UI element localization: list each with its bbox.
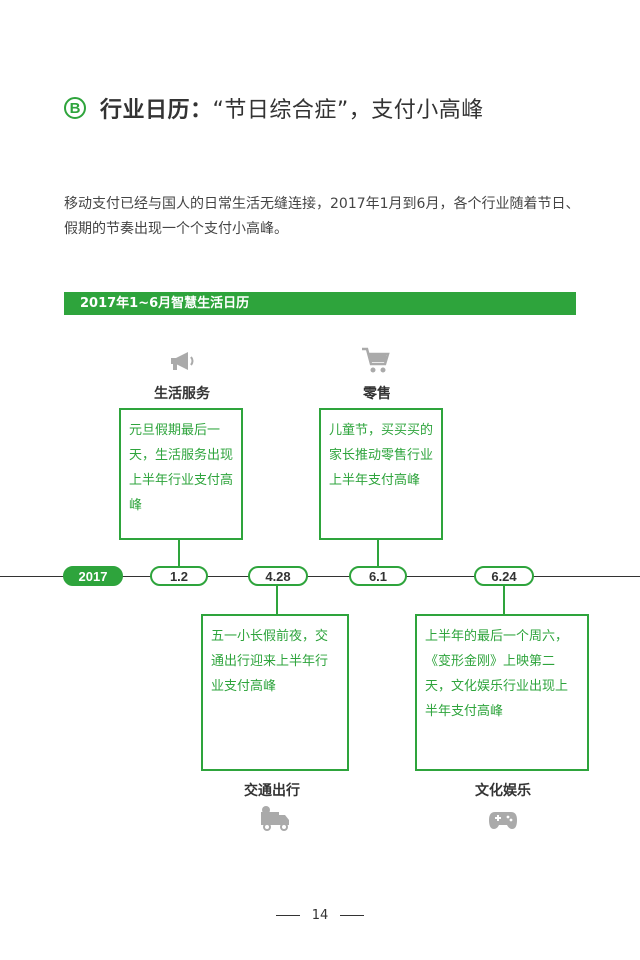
date-pill-6-24: 6.24 (474, 566, 534, 586)
connector-6-24 (503, 586, 505, 614)
footer-dash-left (275, 915, 300, 916)
shopping-cart-icon (362, 347, 390, 373)
title-bold: 行业日历： (100, 98, 213, 123)
category-label-transport: 交通出行 (244, 783, 300, 799)
delivery-truck-icon (261, 806, 289, 831)
page-title: 行业日历：“节日综合症”，支付小高峰 (100, 92, 484, 124)
connector-1-2 (178, 540, 180, 566)
megaphone-icon (171, 352, 194, 370)
timeline-axis (0, 576, 640, 577)
footer-dash-right (340, 915, 365, 916)
date-pill-1-2: 1.2 (150, 566, 208, 586)
title-rest: “节日综合症”，支付小高峰 (212, 98, 484, 123)
event-box-retail: 儿童节，买买买的家长推动零售行业上半年支付高峰 (319, 408, 443, 540)
category-label-retail: 零售 (363, 386, 391, 402)
connector-4-28 (276, 586, 278, 614)
year-pill: 2017 (63, 566, 123, 586)
gamepad-icon (489, 812, 517, 829)
event-box-entertainment: 上半年的最后一个周六，《变形金刚》上映第二天，文化娱乐行业出现上半年支付高峰 (415, 614, 589, 771)
connector-6-1 (377, 540, 379, 566)
calendar-title-bar: 2017年1~6月智慧生活日历 (64, 292, 576, 315)
event-box-transport: 五一小长假前夜，交通出行迎来上半年行业支付高峰 (201, 614, 349, 771)
date-pill-6-1: 6.1 (349, 566, 407, 586)
section-badge: B (64, 97, 86, 119)
category-label-entertainment: 文化娱乐 (475, 783, 531, 799)
event-box-life-services: 元旦假期最后一天，生活服务出现上半年行业支付高峰 (119, 408, 243, 540)
category-label-life-services: 生活服务 (154, 386, 210, 402)
page-number: 14 (311, 908, 329, 923)
page-footer: 14 (0, 908, 640, 923)
date-pill-4-28: 4.28 (248, 566, 308, 586)
intro-paragraph: 移动支付已经与国人的日常生活无缝连接，2017年1月到6月，各个行业随着节日、假… (64, 196, 580, 237)
